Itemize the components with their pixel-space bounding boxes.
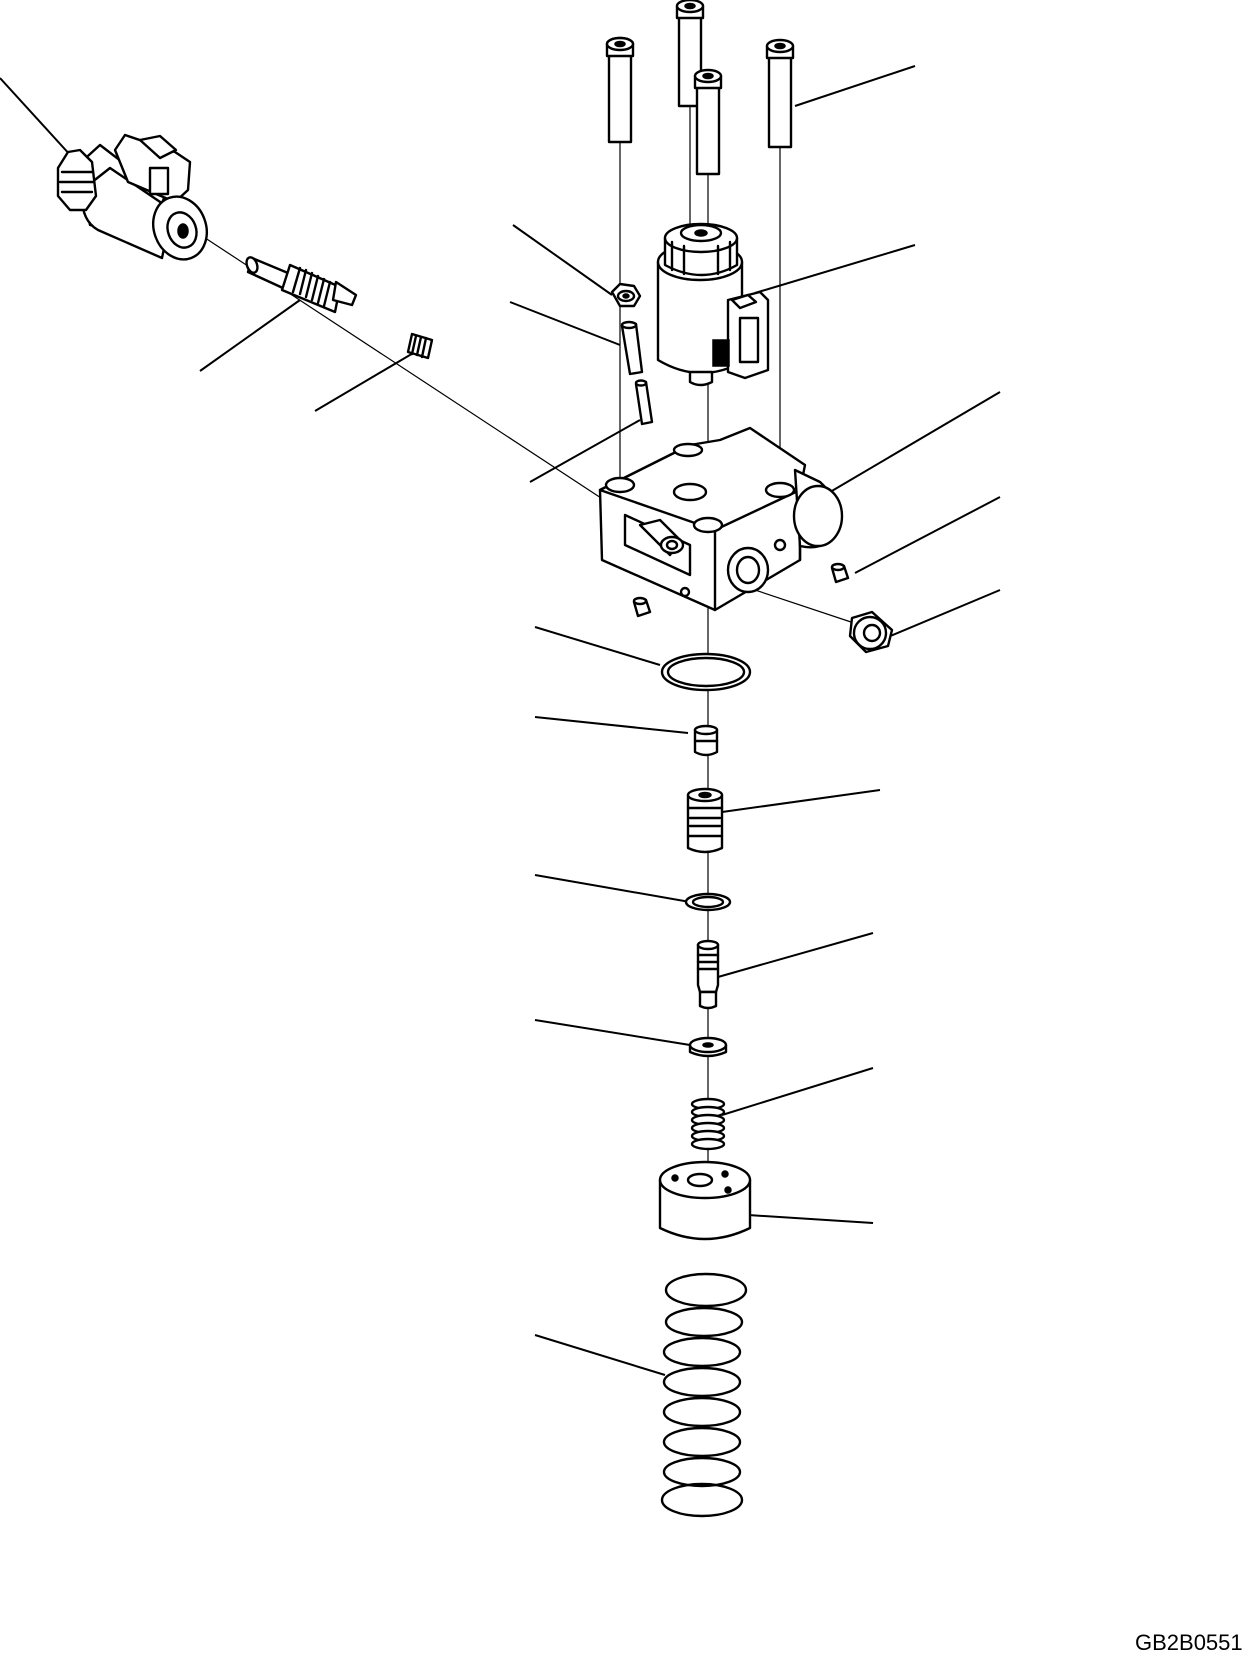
guide-pin [696, 939, 720, 1010]
drawing-code: GB2B0551 [1135, 1630, 1243, 1655]
cap-screws [605, 0, 795, 176]
snap-ring [684, 892, 732, 912]
spring-seat [688, 1036, 728, 1058]
plug-small-right [830, 562, 850, 584]
small-piston [693, 724, 719, 757]
spring-small [690, 1097, 726, 1151]
hex-nut [610, 282, 642, 308]
dowel-pin-lower [634, 379, 654, 426]
plug [848, 610, 894, 654]
solenoid-top [656, 222, 770, 387]
valve-spool [686, 787, 724, 854]
retainer [658, 1160, 752, 1241]
spring-large [660, 1272, 748, 1518]
spool-pin [245, 256, 358, 314]
solenoid-side [56, 133, 208, 261]
plug-small-left [632, 596, 652, 618]
valve-body [598, 426, 844, 612]
o-ring [660, 652, 752, 692]
set-screw [406, 332, 434, 360]
dowel-pin-upper [620, 320, 644, 376]
leader-lines [0, 65, 1001, 1376]
